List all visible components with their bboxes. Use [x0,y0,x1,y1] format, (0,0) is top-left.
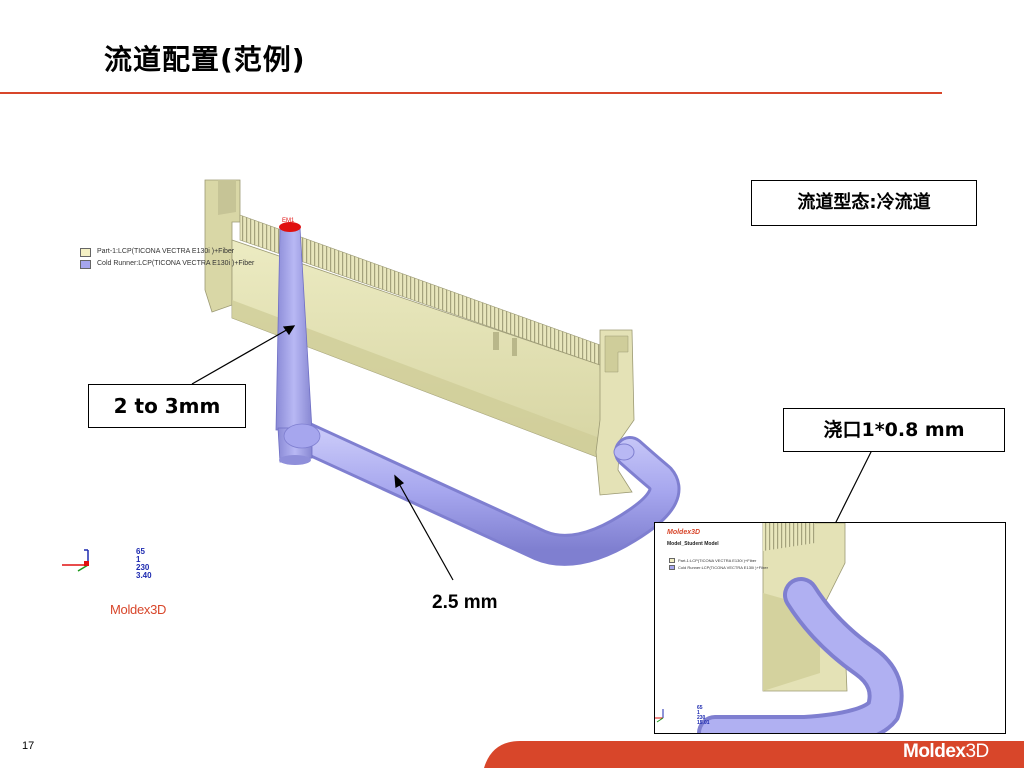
readout-line: 230 [136,563,150,572]
inset-readout-line: 1 [697,710,700,716]
logo-suffix: 3D [150,602,167,617]
legend-item-part: Part-1:LCP(TICONA VECTRA E130i )+Fiber [80,246,254,258]
legend-item-runner: Cold Runner:LCP(TICONA VECTRA E130i )+Fi… [80,258,254,270]
inset-legend-label-part: Part-1:LCP(TICONA VECTRA E130i )+Fiber [678,558,757,563]
page-number: 17 [22,740,35,752]
inset-readout-line: 15.01 [697,720,710,726]
cold-runner [275,222,681,566]
legend-swatch-part [80,247,91,257]
axis-triad [62,549,89,572]
inset-brand: Moldex3D [667,529,701,536]
title-divider [0,92,942,94]
view-readout: 65 1 230 3.40 [136,548,152,580]
logo-main: Moldex [110,602,151,617]
legend-label-runner: Cold Runner:LCP(TICONA VECTRA E130i )+Fi… [97,260,255,267]
readout-line: 3.40 [136,571,152,580]
runner-type-callout: 流道型态:冷流道 [751,180,977,226]
inset-legend-label-runner: Cold Runner:LCP(TICONA VECTRA E130i )+Fi… [678,565,768,570]
callout-leaders [191,325,873,590]
inset-view-readout: 65 1 230 15.01 [697,706,710,726]
inset-legend-swatch-part [669,558,675,563]
runner-diameter-label: 2.5 mm [432,592,498,613]
readout-line: 65 [136,547,145,556]
material-legend: Part-1:LCP(TICONA VECTRA E130i )+Fiber C… [80,246,254,270]
footer-logo: Moldex3D [903,741,989,763]
inset-readout-line: 65 [697,705,703,711]
inset-legend-swatch-runner [669,565,675,570]
footer-logo-main: Moldex [903,741,966,762]
connector-part [204,179,635,496]
inset-legend-item-runner: Cold Runner:LCP(TICONA VECTRA E130i )+Fi… [669,564,768,571]
legend-swatch-runner [80,259,91,269]
inset-illustration [655,523,904,733]
inset-readout-line: 230 [697,715,706,721]
gate-closeup-inset: Moldex3D Model_Student Model Part-1:LCP(… [654,522,1006,734]
inset-legend-item-part: Part-1:LCP(TICONA VECTRA E130i )+Fiber [669,557,768,564]
legend-label-part: Part-1:LCP(TICONA VECTRA E130i )+Fiber [97,248,235,255]
inset-model-name: Model_Student Model [667,541,719,547]
moldex3d-logo: Moldex3D [110,602,166,617]
inset-legend: Part-1:LCP(TICONA VECTRA E130i )+Fiber C… [669,557,768,571]
sprue-diameter-callout: 2 to 3mm [88,384,246,428]
footer-band [484,741,1024,768]
gate-size-callout: 浇口1*0.8 mm [783,408,1005,452]
sprue-label: EM1 [282,218,295,224]
readout-line: 1 [136,555,141,564]
footer-logo-suffix: 3D [965,741,989,762]
slide-title: 流道配置(范例) [104,43,306,76]
